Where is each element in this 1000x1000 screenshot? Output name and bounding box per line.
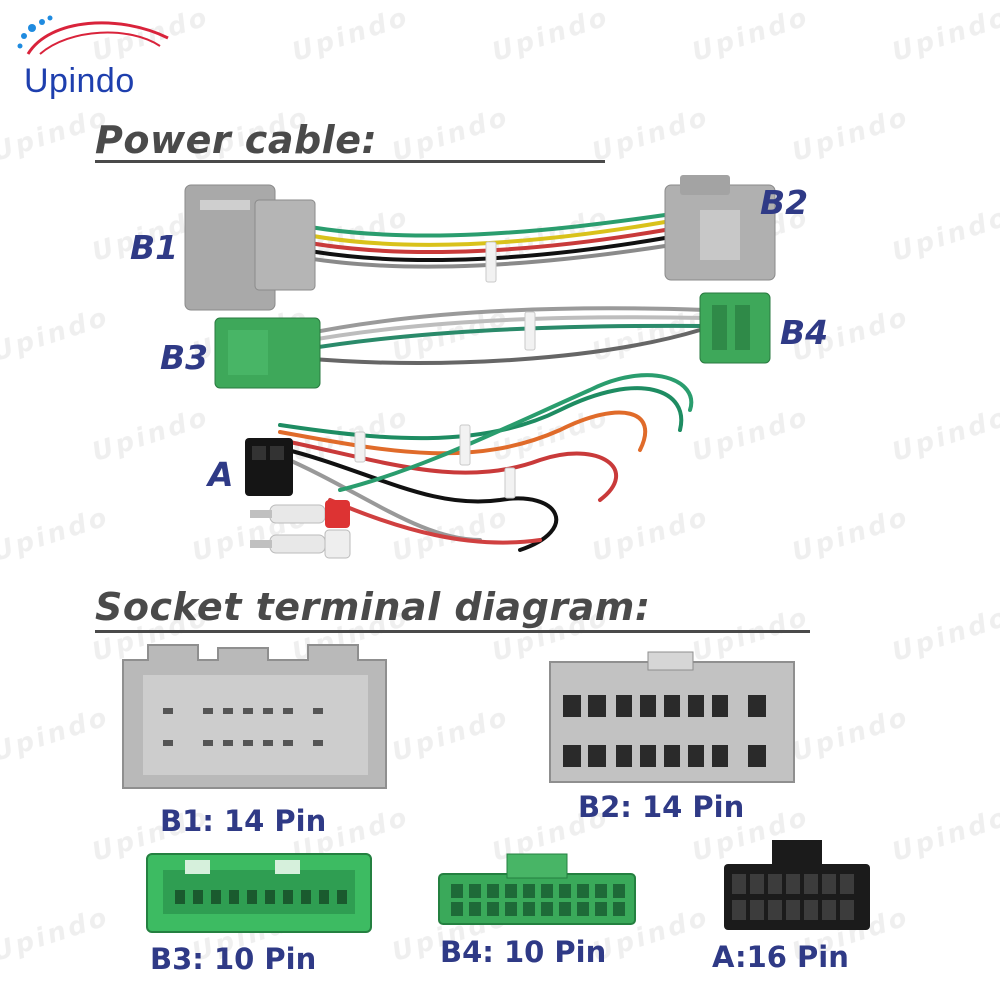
watermark-text: Upindo <box>388 701 514 769</box>
watermark-text: Upindo <box>888 801 1000 869</box>
a-label: A <box>208 455 234 494</box>
b2-socket-illustration <box>549 651 795 783</box>
watermark-text: Upindo <box>388 101 514 169</box>
b3-label: B3 <box>160 338 209 377</box>
watermark-text: Upindo <box>0 901 114 969</box>
socket-diagram-underline <box>95 630 810 633</box>
watermark-text: Upindo <box>788 101 914 169</box>
watermark-text: Upindo <box>888 1 1000 69</box>
power-cable-heading: Power cable: <box>95 118 378 162</box>
socket-diagram-heading: Socket terminal diagram: <box>95 585 651 629</box>
b1-socket-illustration <box>122 644 387 789</box>
b1-label: B1 <box>130 228 179 267</box>
b3-socket-illustration <box>146 853 372 933</box>
b3-socket-caption: B3: 10 Pin <box>150 942 317 976</box>
watermark-text: Upindo <box>288 1 414 69</box>
watermark-text: Upindo <box>588 101 714 169</box>
power-cable-harness-illustration <box>184 175 776 559</box>
b4-connector-shape <box>699 292 771 364</box>
b1-connector-shape <box>184 184 316 311</box>
power-cable-underline <box>95 160 605 163</box>
b4-socket-illustration <box>438 853 636 925</box>
b4-socket-caption: B4: 10 Pin <box>440 935 607 969</box>
watermark-text: Upindo <box>0 701 114 769</box>
b2-socket-caption: B2: 14 Pin <box>578 790 745 824</box>
a-socket-caption: A:16 Pin <box>712 940 849 974</box>
watermark-text: Upindo <box>888 601 1000 669</box>
watermark-text: Upindo <box>488 1 614 69</box>
a-connector-shape <box>245 438 293 496</box>
a-socket-illustration <box>724 840 870 930</box>
b2-connector-shape <box>664 175 776 281</box>
b4-label: B4 <box>780 313 829 352</box>
brand-name: Upindo <box>24 62 135 100</box>
watermark-text: Upindo <box>788 701 914 769</box>
rca-plugs-shape <box>250 500 351 559</box>
b3-connector-shape <box>214 317 321 389</box>
b2-label: B2 <box>760 183 809 222</box>
watermark-text: Upindo <box>688 1 814 69</box>
car-swoosh-icon <box>17 15 169 55</box>
b1-socket-caption: B1: 14 Pin <box>160 804 327 838</box>
